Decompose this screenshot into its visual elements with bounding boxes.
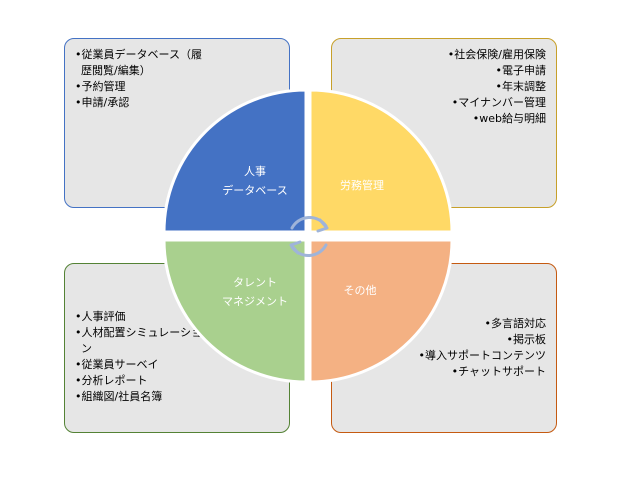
list-item: 歴閲覧/編集）	[81, 64, 151, 77]
list-bottom-left: •人事評価 •人材配置シミュレーショ ン •従業員サーベイ •分析レポート •組…	[75, 309, 279, 405]
list-item: •人材配置シミュレーショ	[75, 326, 203, 339]
list-item: •年末調整	[495, 80, 547, 93]
list-item: •従業員データベース（履	[75, 48, 202, 61]
list-item: •導入サポートコンテンツ	[418, 349, 547, 362]
list-item: •チャットサポート	[451, 365, 546, 378]
cycle-arrowhead-bottom-icon	[289, 240, 302, 255]
list-item: •予約管理	[75, 80, 126, 93]
list-item: •分析レポート	[75, 374, 148, 387]
quadrant-label-hr-database-line2: データベース	[222, 183, 287, 197]
list-top-left: •従業員データベース（履 歴閲覧/編集） •予約管理 •申請/承認	[75, 47, 279, 111]
quadrant-label-hr-database-line1: 人事	[244, 165, 266, 178]
list-item: •多言語対応	[484, 317, 547, 330]
quadrant-hr-database	[162, 88, 308, 234]
list-top-right: •社会保険/雇用保険 •電子申請 •年末調整 •マイナンバー管理 •web給与明…	[342, 47, 546, 127]
quadrant-talent-management	[162, 238, 308, 384]
list-item: •社会保険/雇用保険	[447, 48, 546, 61]
list-item: •web給与明細	[472, 112, 546, 125]
list-item: •申請/承認	[75, 96, 130, 109]
list-item: •組織図/社員名簿	[75, 390, 163, 403]
quadrant-label-talent-management-line1: タレント	[233, 276, 277, 289]
list-bottom-right: •多言語対応 •掲示板 •導入サポートコンテンツ •チャットサポート	[342, 316, 547, 380]
list-item: •マイナンバー管理	[451, 96, 546, 109]
quadrant-labor-management	[308, 88, 454, 234]
quadrant-label-talent-management-line2: マネジメント	[222, 295, 288, 308]
list-item: •電子申請	[495, 64, 547, 77]
quadrant-other	[308, 238, 454, 384]
quadrant-label-labor-management: 労務管理	[340, 178, 384, 192]
list-item: •掲示板	[506, 333, 547, 346]
cycle-arrowhead-top-icon	[316, 218, 329, 233]
list-item: •人事評価	[75, 310, 126, 323]
quadrant-label-other: その他	[344, 284, 377, 297]
list-item: •従業員サーベイ	[75, 358, 159, 371]
list-item: ン	[81, 342, 92, 355]
